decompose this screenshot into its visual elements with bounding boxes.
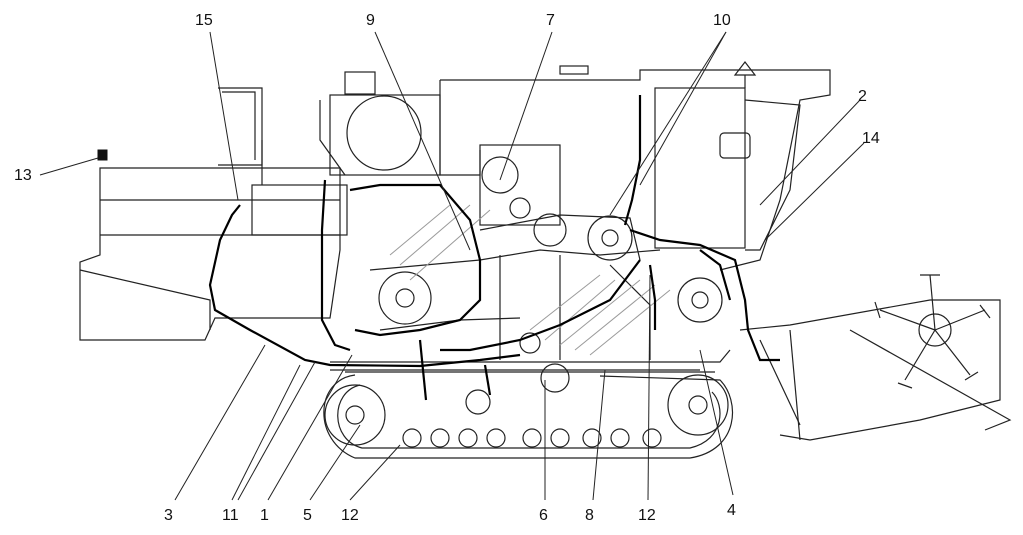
harness-cab [623,95,642,226]
leader-2 [759,99,861,206]
leader-9 [374,31,471,251]
callout-6: 6 [539,507,548,524]
sensor-icon [97,149,108,161]
harness-upper [349,183,482,337]
header-frame [739,299,1001,441]
leader-1 [267,354,353,501]
harness-engine [320,179,351,352]
drive-pulley-1 [587,215,633,261]
callout-10: 10 [713,12,731,29]
track-belt [323,374,734,459]
leader-13 [39,157,99,176]
front-drive-wheel [667,374,729,436]
leader-5 [309,424,361,501]
callout-15: 15 [195,12,213,29]
header-reel [739,274,1012,441]
frame-bottom [330,349,731,363]
callout-5: 5 [303,507,312,524]
harness-rear [208,204,521,368]
engine-box [251,184,348,236]
callout-1: 1 [260,507,269,524]
callout-9: 9 [366,12,375,29]
callout-7: 7 [546,12,555,29]
drive-pulley-2 [378,271,432,325]
reel-hub [918,313,952,347]
callout-4: 4 [727,502,736,519]
mirror [733,61,757,76]
drive-pulley-3 [540,363,570,393]
operator-cab [654,87,746,249]
callout-13: 13 [14,167,32,184]
callout-2: 2 [858,88,867,105]
callout-14: 14 [862,130,880,147]
feeder-pulley [677,277,723,323]
leader-15 [209,31,239,201]
leader-lines [39,31,865,501]
leader-10b [609,31,727,216]
leader-11b [237,361,316,501]
rear-hood-lower [79,269,211,330]
wiring-harness [208,95,780,401]
leader-14 [764,142,865,241]
leader-8 [592,369,606,501]
callout-12-right: 12 [638,507,656,524]
callout-11: 11 [222,507,239,524]
leader-12b [647,274,651,501]
leader-3 [174,344,266,501]
leader-10a [639,31,727,186]
main-body [440,69,831,271]
tank-window [346,95,422,171]
callout-3: 3 [164,507,173,524]
leader-11a [231,364,301,501]
hatching [389,204,671,356]
harness-front [629,228,780,362]
leader-7 [499,31,553,181]
rear-idler-wheel [324,384,386,446]
leader-4 [699,349,734,496]
callout-12-left: 12 [341,507,359,524]
crawler-track [323,371,734,459]
harness-mid [440,259,641,352]
sensor-13 [97,149,108,161]
leader-12a [349,444,401,501]
callout-8: 8 [585,507,594,524]
machine-body [79,61,831,415]
